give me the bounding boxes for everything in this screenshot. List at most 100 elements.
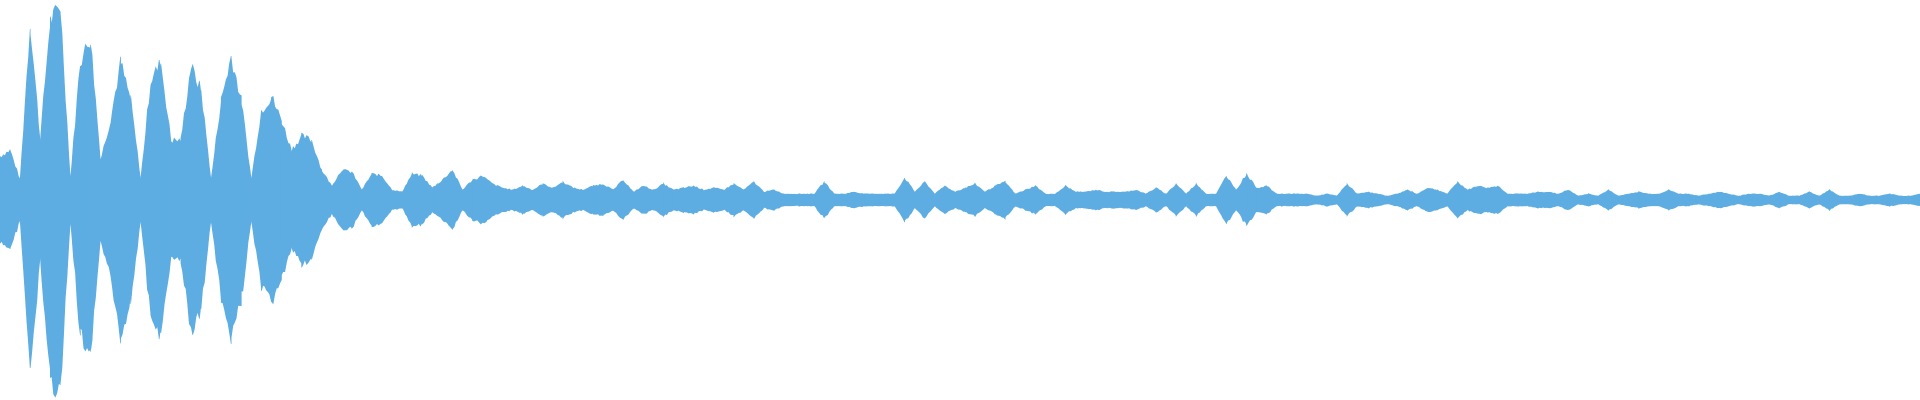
waveform-segment [170,137,182,262]
waveform-segment [210,102,222,300]
waveform-segment [1004,181,1016,218]
waveform-segment [1809,191,1820,209]
waveform-segment [1447,181,1458,219]
waveform-segment [140,85,152,315]
waveform-segment [1779,191,1790,209]
waveform-segment [1356,192,1368,208]
waveform-segment [1206,193,1217,207]
waveform-segment [783,193,795,207]
waveform-segment [964,182,976,217]
waveform-segment [241,104,252,292]
waveform-segment [230,57,242,338]
waveform-segment [743,181,755,219]
waveform-segment [90,44,101,352]
waveform-segment [1708,191,1720,209]
waveform-segment [884,193,896,207]
waveform-segment [1698,193,1710,207]
waveform-segment [622,179,634,221]
waveform-segment [693,185,705,215]
waveform-segment [1638,191,1649,209]
waveform-segment [0,149,11,250]
waveform-segment [703,187,715,213]
waveform-segment [753,180,765,219]
waveform-segment [522,186,534,214]
waveform-segment [592,183,604,216]
waveform-segment [924,180,936,219]
waveform-segment [1417,188,1428,212]
waveform-segment [683,185,694,215]
waveform-segment [1045,193,1056,207]
waveform-segment [1909,193,1920,206]
waveform-segment [602,184,614,216]
waveform-segment [1598,189,1609,211]
waveform-segment [854,191,865,209]
waveform-segment [29,34,41,369]
waveform-segment [100,123,111,275]
waveform-segment [1467,186,1478,214]
waveform-segment [1105,191,1117,209]
waveform-segment [1517,193,1529,207]
waveform-segment [1497,185,1509,214]
waveform-segment [612,180,624,220]
waveform-segment [542,183,554,217]
waveform-segment [1799,191,1810,209]
waveform-segment [532,184,544,216]
waveform-segment [130,95,141,304]
waveform-segment [1256,185,1267,215]
waveform-segment [1437,189,1448,211]
waveform-segment [1849,193,1860,207]
waveform-segment [80,43,91,352]
waveform-segment [1628,191,1639,209]
waveform-segment [1879,193,1891,207]
waveform-segment [1035,185,1046,215]
waveform-segment [120,63,131,339]
waveform-segment [431,179,443,221]
waveform-segment [1055,184,1066,215]
waveform-segment [874,193,885,207]
waveform-segment [1899,195,1911,205]
waveform-segment [1185,183,1197,217]
waveform-segment [1296,193,1308,207]
waveform-segment [1738,193,1750,207]
waveform-segment [1216,175,1227,225]
waveform-segment [1688,193,1700,207]
waveform-segment [1075,191,1086,209]
waveform-segment [1246,173,1257,226]
waveform-segment [1135,190,1147,211]
waveform-segment [1477,185,1488,215]
waveform-segment [582,185,594,215]
waveform-segment [1014,189,1026,211]
waveform-segments [0,4,1920,398]
waveform-segment [864,193,875,207]
waveform-segment [1537,191,1549,209]
waveform-segment [1819,189,1830,211]
waveform-segment [271,95,282,305]
waveform-segment [1487,185,1499,215]
waveform-segment [904,178,916,221]
waveform-segment [833,193,845,207]
waveform-segment [663,182,674,218]
waveform-segment [492,182,503,217]
waveform-segment [502,187,514,212]
waveform-segment [331,171,343,229]
waveform-segment [1648,193,1659,207]
waveform-segment [562,180,574,220]
waveform-segment [301,132,312,268]
waveform-segment [482,176,493,224]
waveform-segment [160,63,172,334]
waveform-segment [1175,183,1187,217]
waveform-segment [1668,188,1679,211]
waveform-segment [773,189,785,212]
waveform-segment [1366,191,1378,209]
waveform-segment [1095,189,1107,211]
waveform-segment [1397,189,1408,211]
waveform-segment [1658,189,1669,211]
waveform-segment [1195,182,1207,217]
waveform-segment [70,65,81,336]
waveform-segment [1457,180,1468,219]
waveform-segment [934,185,946,215]
waveform-segment [1155,187,1167,213]
waveform-segment [220,55,232,345]
waveform-segment [1608,189,1619,211]
